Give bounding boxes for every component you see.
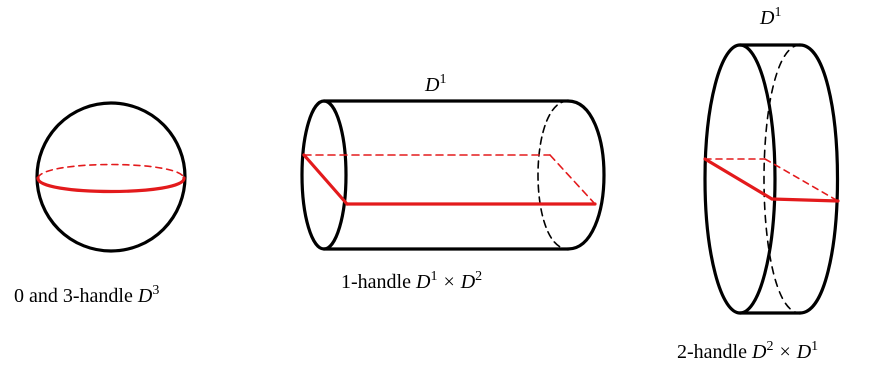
- cylinder-handle-text: 1-handle: [341, 271, 411, 293]
- disk-front-face: [703, 43, 777, 315]
- disk-symbol: D: [760, 7, 775, 29]
- cylinder-core-right-edge: [549, 154, 596, 205]
- disk-back-face-front: [798, 43, 840, 315]
- cylinder-length-label: D1: [425, 72, 447, 96]
- disk-handle: [703, 43, 840, 315]
- cylinder-handle: [300, 99, 606, 251]
- disk-dimension-2: 1: [811, 339, 819, 354]
- cylinder-right-end-back: [537, 100, 569, 250]
- cylinder-handle-label: 1-handle D1×D2: [341, 269, 483, 293]
- ball-outline: [35, 101, 187, 253]
- ball-handle-label: 0 and 3-handle D3: [14, 283, 160, 307]
- cylinder-right-end-front: [566, 99, 606, 251]
- disk-dimension-1: 2: [766, 339, 774, 354]
- ball-dimension: 3: [152, 283, 160, 298]
- disk-symbol: D: [751, 341, 767, 363]
- disk-core-front-edge: [770, 197, 840, 203]
- disk-symbol: D: [796, 341, 812, 363]
- disk-symbol: D: [460, 271, 476, 293]
- cylinder-dimension-1: 1: [430, 269, 438, 284]
- cylinder-dimension-2: 2: [475, 269, 483, 284]
- disk-handle-text: 2-handle: [677, 341, 747, 363]
- disk-back-face-back: [763, 44, 801, 314]
- ball-handle: [35, 101, 187, 253]
- ball-handle-text: 0 and 3-handle: [14, 285, 133, 307]
- disk-thickness-dimension: 1: [774, 5, 782, 20]
- disk-symbol: D: [137, 285, 153, 307]
- disk-handle-label: 2-handle D2×D1: [677, 339, 819, 363]
- cylinder-core-left-edge: [302, 153, 349, 206]
- disk-symbol: D: [425, 74, 440, 96]
- times-symbol: ×: [443, 271, 455, 293]
- cylinder-length-dimension: 1: [439, 72, 447, 87]
- ball-equator-front: [36, 176, 186, 194]
- disk-core-left-edge: [703, 157, 774, 201]
- times-symbol: ×: [779, 341, 791, 363]
- ball-equator-back: [37, 163, 185, 179]
- disk-core-right-edge: [764, 158, 839, 202]
- cylinder-left-end: [300, 99, 348, 251]
- disk-symbol: D: [415, 271, 431, 293]
- disk-thickness-label: D1: [760, 5, 782, 29]
